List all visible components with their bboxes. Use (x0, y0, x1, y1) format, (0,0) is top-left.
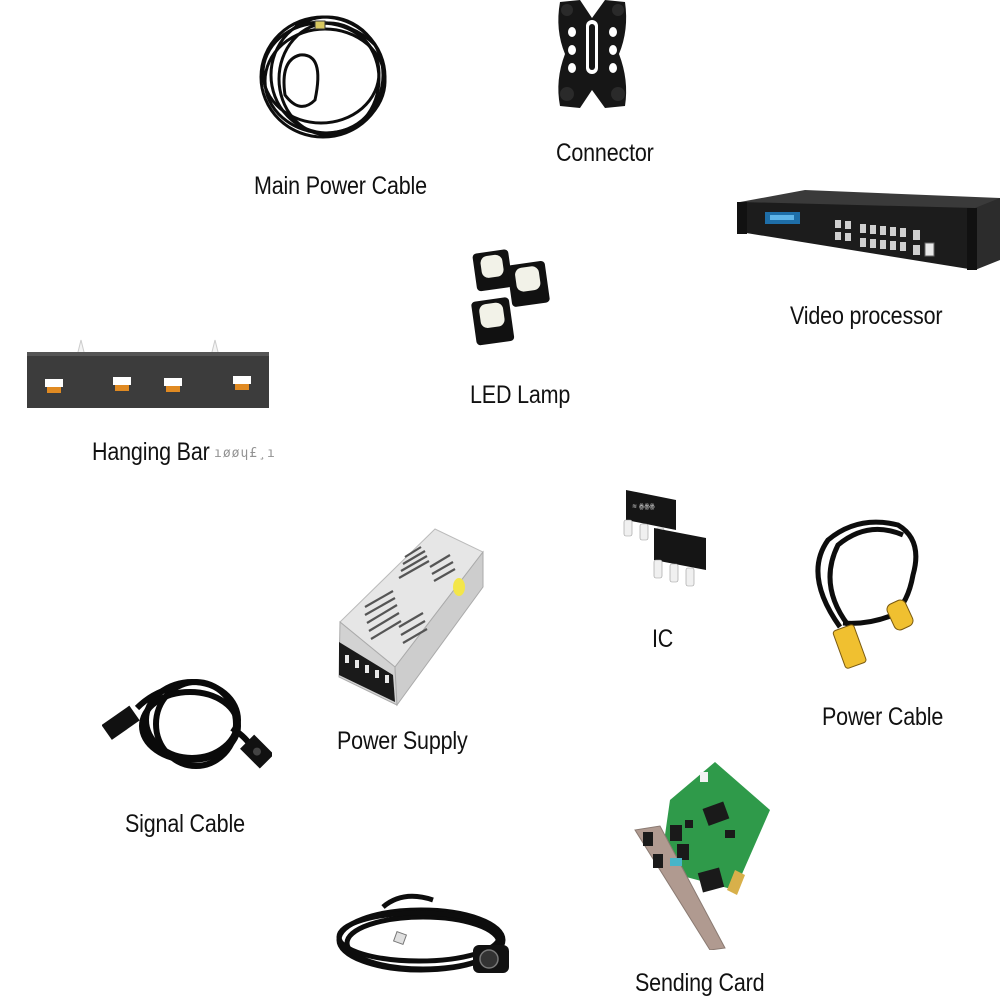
label-power-supply: Power Supply (337, 727, 468, 755)
power-supply-icon (338, 528, 484, 707)
extension-cable-icon (336, 893, 509, 973)
label-video-processor: Video processor (790, 302, 943, 330)
label-led-lamp: LED Lamp (470, 381, 571, 409)
watermark-artifact: ıøøɥ£¸ı (214, 446, 276, 461)
connector-bracket-icon (558, 0, 627, 108)
rack-unit-icon (737, 190, 1000, 270)
hanging-bar-icon (27, 339, 269, 408)
pci-card-icon (634, 762, 770, 950)
label-ic: IC (652, 625, 674, 653)
label-hanging-bar: Hanging Bar (92, 438, 210, 466)
label-sending-card: Sending Card (635, 969, 765, 997)
power-cable-icon (815, 519, 919, 669)
label-connector: Connector (556, 139, 654, 167)
led-chip-icon (471, 249, 550, 346)
label-signal-cable: Signal Cable (125, 810, 245, 838)
ic-chip-icon: ≋ ꙮꙮꙮ (623, 490, 706, 587)
label-main-power-cable: Main Power Cable (254, 172, 427, 200)
signal-cable-icon (102, 679, 272, 769)
coiled-cable-icon (259, 15, 387, 139)
label-power-cable: Power Cable (822, 703, 944, 731)
svg-text:≋ ꙮꙮꙮ: ≋ ꙮꙮꙮ (632, 503, 655, 510)
